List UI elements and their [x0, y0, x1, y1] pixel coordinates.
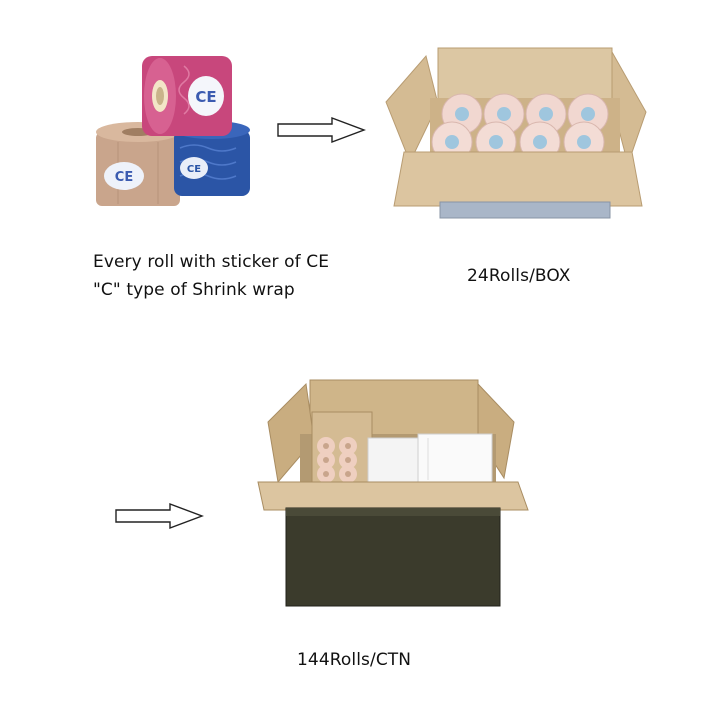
carton-quantity-caption: 144Rolls/CTN	[297, 650, 412, 670]
right-arrow-icon	[114, 502, 206, 530]
white-inner-boxes	[367, 433, 493, 483]
box-of-24-rolls-image	[380, 38, 652, 220]
tape-rolls-image: CE CE CE	[88, 52, 258, 212]
sticker-caption: Every roll with sticker of CE	[93, 252, 330, 272]
right-arrow-icon	[276, 116, 368, 144]
pink-tape-roll: CE	[142, 56, 232, 136]
box-quantity-caption: 24Rolls/BOX	[467, 266, 571, 286]
carton-of-144-rolls-image	[256, 378, 532, 608]
beige-tape-roll: CE	[96, 122, 180, 206]
beige-sticker-label: CE	[115, 170, 133, 185]
blue-sticker-label: CE	[187, 164, 201, 175]
shrink-wrap-caption: "C" type of Shrink wrap	[93, 280, 295, 300]
pink-sticker-label: CE	[195, 88, 216, 106]
inner-box-with-rolls	[311, 411, 373, 483]
